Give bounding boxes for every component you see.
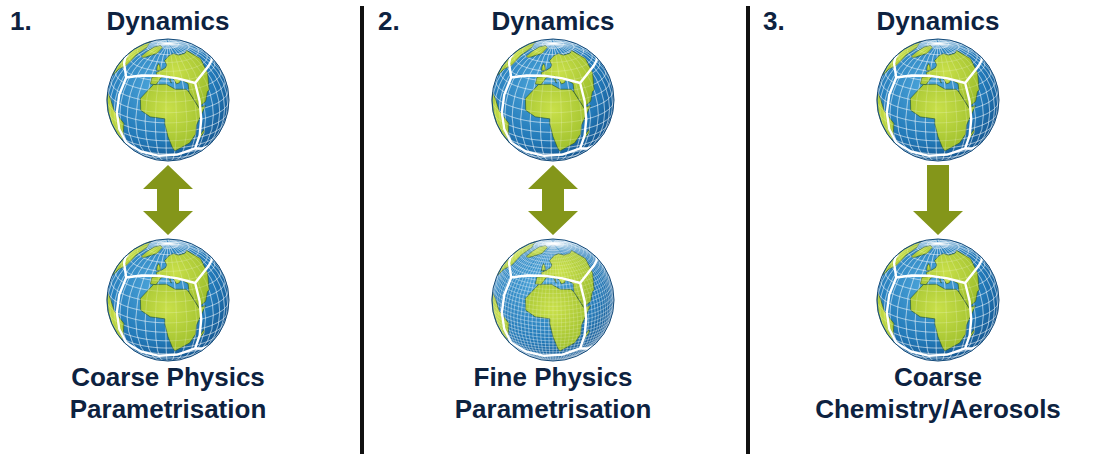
globe-icon [491, 38, 615, 162]
cube-sphere-edge [887, 254, 982, 356]
cube-sphere-edge [502, 54, 597, 156]
panel-divider [746, 6, 750, 454]
globe-ocean [877, 239, 999, 361]
continent [927, 64, 931, 71]
globe-icon [106, 238, 230, 362]
continent [157, 64, 161, 71]
globe-node: Coarse Chemistry/Aerosols [788, 238, 1088, 425]
panel-heading: Dynamics [443, 6, 663, 38]
cube-sphere-edge [117, 54, 212, 156]
globe-node: Fine Physics Parametrisation [403, 238, 703, 425]
globe-outline [492, 239, 614, 361]
globe-ocean [492, 39, 614, 161]
flow-arrow [913, 165, 963, 235]
globe-outline [107, 239, 229, 361]
globe-icon [106, 38, 230, 162]
globe-icon [876, 238, 1000, 362]
flow-arrow [143, 165, 193, 235]
globe-grid [492, 239, 614, 361]
globe-icon [876, 38, 1000, 162]
cube-sphere-edge [502, 254, 597, 356]
globe-ocean [492, 239, 614, 361]
cube-sphere-edge [887, 54, 982, 156]
globe-grid-overlay [107, 239, 229, 361]
globe-node: Dynamics [443, 6, 663, 162]
globe-holder [491, 38, 615, 162]
cube-sphere-edge [117, 254, 212, 356]
globe-grid-overlay [492, 39, 614, 161]
continent [927, 264, 931, 271]
globe-outline [107, 39, 229, 161]
globe-grid [107, 39, 229, 161]
globe-caption: Coarse Chemistry/Aerosols [788, 362, 1088, 425]
globe-grid [107, 239, 229, 361]
globe-holder [491, 238, 615, 362]
panel-number: 1. [10, 7, 32, 36]
globe-ocean [107, 239, 229, 361]
globe-grid-overlay [877, 39, 999, 161]
globe-holder [876, 238, 1000, 362]
globe-ocean [107, 39, 229, 161]
globe-node: Coarse Physics Parametrisation [18, 238, 318, 425]
panel-divider [360, 6, 364, 454]
globe-icon [491, 238, 615, 362]
globe-node: Dynamics [58, 6, 278, 162]
globe-outline [492, 39, 614, 161]
globe-outline [877, 239, 999, 361]
flow-arrow [528, 165, 578, 235]
globe-grid-overlay [492, 239, 614, 361]
globe-node: Dynamics [828, 6, 1048, 162]
panel-heading: Dynamics [828, 6, 1048, 38]
globe-grid [877, 39, 999, 161]
panel-number: 3. [763, 7, 785, 36]
globe-holder [106, 238, 230, 362]
globe-caption: Coarse Physics Parametrisation [18, 362, 318, 425]
globe-grid [877, 239, 999, 361]
globe-outline [877, 39, 999, 161]
globe-ocean [877, 39, 999, 161]
panel-heading: Dynamics [58, 6, 278, 38]
globe-grid-overlay [107, 39, 229, 161]
continent [157, 264, 161, 271]
continent [542, 64, 546, 71]
globe-caption: Fine Physics Parametrisation [403, 362, 703, 425]
globe-holder [106, 38, 230, 162]
globe-grid [492, 39, 614, 161]
panel-number: 2. [378, 7, 400, 36]
globe-holder [876, 38, 1000, 162]
globe-grid-overlay [877, 239, 999, 361]
